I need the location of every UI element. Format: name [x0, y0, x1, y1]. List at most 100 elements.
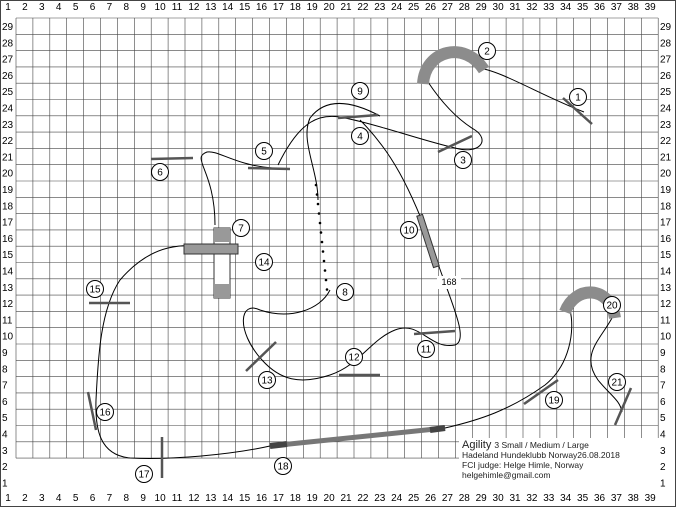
y-label-right: 17	[660, 218, 672, 229]
x-label-bottom: 13	[205, 493, 217, 504]
x-label-top: 17	[273, 2, 285, 13]
y-label-left: 29	[2, 22, 14, 33]
weave-pole	[322, 259, 326, 263]
y-label-right: 2	[660, 462, 666, 473]
table-7-14	[183, 227, 239, 299]
x-label-bottom: 26	[425, 493, 437, 504]
x-label-top: 23	[374, 2, 386, 13]
jump-11	[413, 329, 456, 336]
svg-text:6: 6	[157, 168, 163, 179]
x-label-top: 26	[425, 2, 437, 13]
x-label-bottom: 3	[39, 493, 45, 504]
x-label-bottom: 15	[239, 493, 251, 504]
y-label-right: 6	[660, 397, 666, 408]
x-label-bottom: 8	[124, 493, 130, 504]
x-label-bottom: 23	[374, 493, 386, 504]
jump-4	[337, 113, 379, 120]
x-label-top: 5	[73, 2, 79, 13]
jump-19	[523, 378, 559, 406]
y-label-right: 4	[660, 430, 666, 441]
obstacle-number-17: 17	[135, 465, 153, 483]
x-label-bottom: 2	[22, 493, 28, 504]
svg-text:20: 20	[606, 301, 618, 312]
x-label-top: 9	[140, 2, 146, 13]
svg-text:10: 10	[403, 226, 415, 237]
obstacle-number-5: 5	[255, 142, 273, 160]
y-label-right: 1	[660, 478, 666, 489]
y-label-left: 21	[2, 152, 14, 163]
x-label-top: 27	[442, 2, 454, 13]
jump-6	[150, 156, 194, 161]
y-label-left: 13	[2, 283, 14, 294]
svg-text:13: 13	[261, 376, 273, 387]
dog-path	[95, 67, 623, 459]
x-label-top: 14	[222, 2, 234, 13]
info-classes: 3 Small / Medium / Large	[494, 440, 589, 450]
x-label-bottom: 24	[391, 493, 403, 504]
x-label-top: 3	[39, 2, 45, 13]
x-label-top: 19	[307, 2, 319, 13]
x-label-bottom: 28	[459, 493, 471, 504]
y-label-left: 26	[2, 71, 14, 82]
x-label-bottom: 5	[73, 493, 79, 504]
x-label-top: 10	[155, 2, 167, 13]
svg-text:16: 16	[99, 408, 111, 419]
weave-pole	[314, 183, 318, 187]
svg-text:2: 2	[484, 47, 490, 58]
x-label-top: 29	[476, 2, 488, 13]
obstacle-number-13: 13	[258, 371, 276, 389]
y-label-right: 26	[660, 71, 672, 82]
x-label-top: 8	[124, 2, 130, 13]
x-label-bottom: 27	[442, 493, 454, 504]
y-label-right: 29	[660, 22, 672, 33]
weave-pole	[320, 240, 324, 244]
obstacle-number-20: 20	[603, 296, 621, 314]
svg-text:4: 4	[357, 132, 363, 143]
jump-3	[437, 134, 473, 154]
weave-pole	[319, 231, 323, 234]
y-label-left: 22	[2, 136, 14, 147]
weave-poles	[314, 183, 329, 291]
svg-text:8: 8	[342, 288, 348, 299]
svg-text:12: 12	[348, 353, 360, 364]
x-label-bottom: 35	[577, 493, 589, 504]
obstacle-number-4: 4	[351, 127, 369, 145]
info-club-date: Hadeland Hundeklubb Norway26.08.2018	[462, 450, 620, 460]
x-label-top: 39	[645, 2, 657, 13]
svg-text:3: 3	[460, 156, 466, 167]
svg-text:1: 1	[575, 93, 581, 104]
obstacle-number-8: 8	[336, 283, 354, 301]
x-label-bottom: 30	[493, 493, 505, 504]
obstacle-number-1: 1	[569, 88, 587, 106]
x-label-top: 36	[594, 2, 606, 13]
y-label-right: 3	[660, 446, 666, 457]
x-label-bottom: 6	[90, 493, 96, 504]
x-label-top: 34	[560, 2, 572, 13]
tunnel-2	[417, 46, 490, 85]
x-label-top: 35	[577, 2, 589, 13]
x-label-top: 38	[628, 2, 640, 13]
x-label-bottom: 33	[543, 493, 555, 504]
x-label-bottom: 38	[628, 493, 640, 504]
x-label-top: 30	[493, 2, 505, 13]
course-length: 168	[437, 276, 461, 289]
x-label-bottom: 12	[188, 493, 200, 504]
x-label-top: 1	[5, 2, 11, 13]
x-label-bottom: 39	[645, 493, 657, 504]
x-label-bottom: 37	[611, 493, 623, 504]
x-label-top: 33	[543, 2, 555, 13]
jump-5	[247, 166, 291, 171]
x-label-top: 13	[205, 2, 217, 13]
svg-text:9: 9	[357, 87, 363, 98]
x-label-top: 22	[357, 2, 369, 13]
obstacle-number-10: 10	[400, 221, 418, 239]
svg-text:15: 15	[89, 285, 101, 296]
weave-pole	[321, 250, 325, 253]
x-label-top: 15	[239, 2, 251, 13]
x-label-top: 7	[107, 2, 113, 13]
x-label-top: 25	[408, 2, 420, 13]
y-label-left: 19	[2, 185, 14, 196]
